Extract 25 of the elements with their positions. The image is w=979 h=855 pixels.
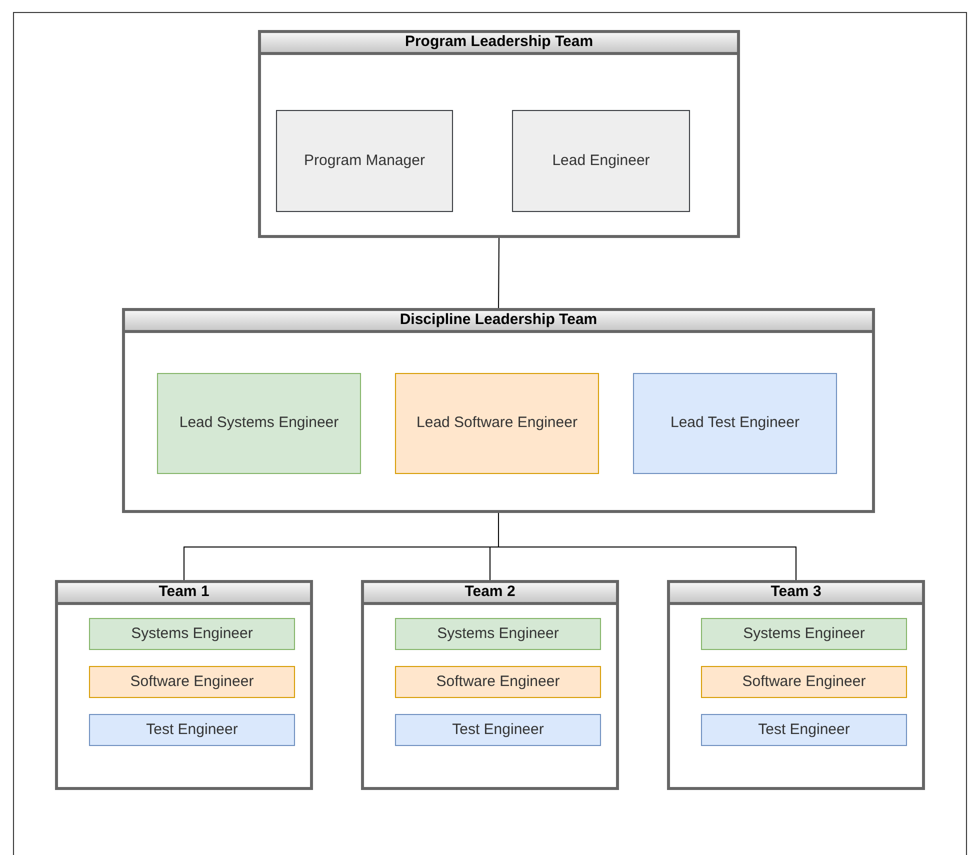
role-box: Systems Engineer bbox=[701, 618, 907, 650]
connector-line bbox=[498, 238, 500, 308]
team-header: Discipline Leadership Team bbox=[125, 311, 872, 333]
team-container bbox=[667, 580, 925, 790]
role-box: Software Engineer bbox=[701, 666, 907, 698]
team-header: Program Leadership Team bbox=[261, 33, 737, 55]
role-box: Systems Engineer bbox=[89, 618, 295, 650]
team-header: Team 1 bbox=[58, 583, 310, 605]
role-box: Lead Systems Engineer bbox=[157, 373, 361, 474]
role-box: Software Engineer bbox=[395, 666, 601, 698]
role-box: Test Engineer bbox=[89, 714, 295, 746]
team-container bbox=[55, 580, 313, 790]
role-box: Software Engineer bbox=[89, 666, 295, 698]
role-box: Program Manager bbox=[276, 110, 453, 212]
team-container bbox=[361, 580, 619, 790]
role-box: Lead Test Engineer bbox=[633, 373, 837, 474]
role-box: Lead Engineer bbox=[512, 110, 690, 212]
role-box: Test Engineer bbox=[701, 714, 907, 746]
role-box: Lead Software Engineer bbox=[395, 373, 599, 474]
team-container bbox=[258, 30, 740, 238]
team-header: Team 2 bbox=[364, 583, 616, 605]
team-header: Team 3 bbox=[670, 583, 922, 605]
role-box: Systems Engineer bbox=[395, 618, 601, 650]
role-box: Test Engineer bbox=[395, 714, 601, 746]
team-container bbox=[122, 308, 875, 513]
